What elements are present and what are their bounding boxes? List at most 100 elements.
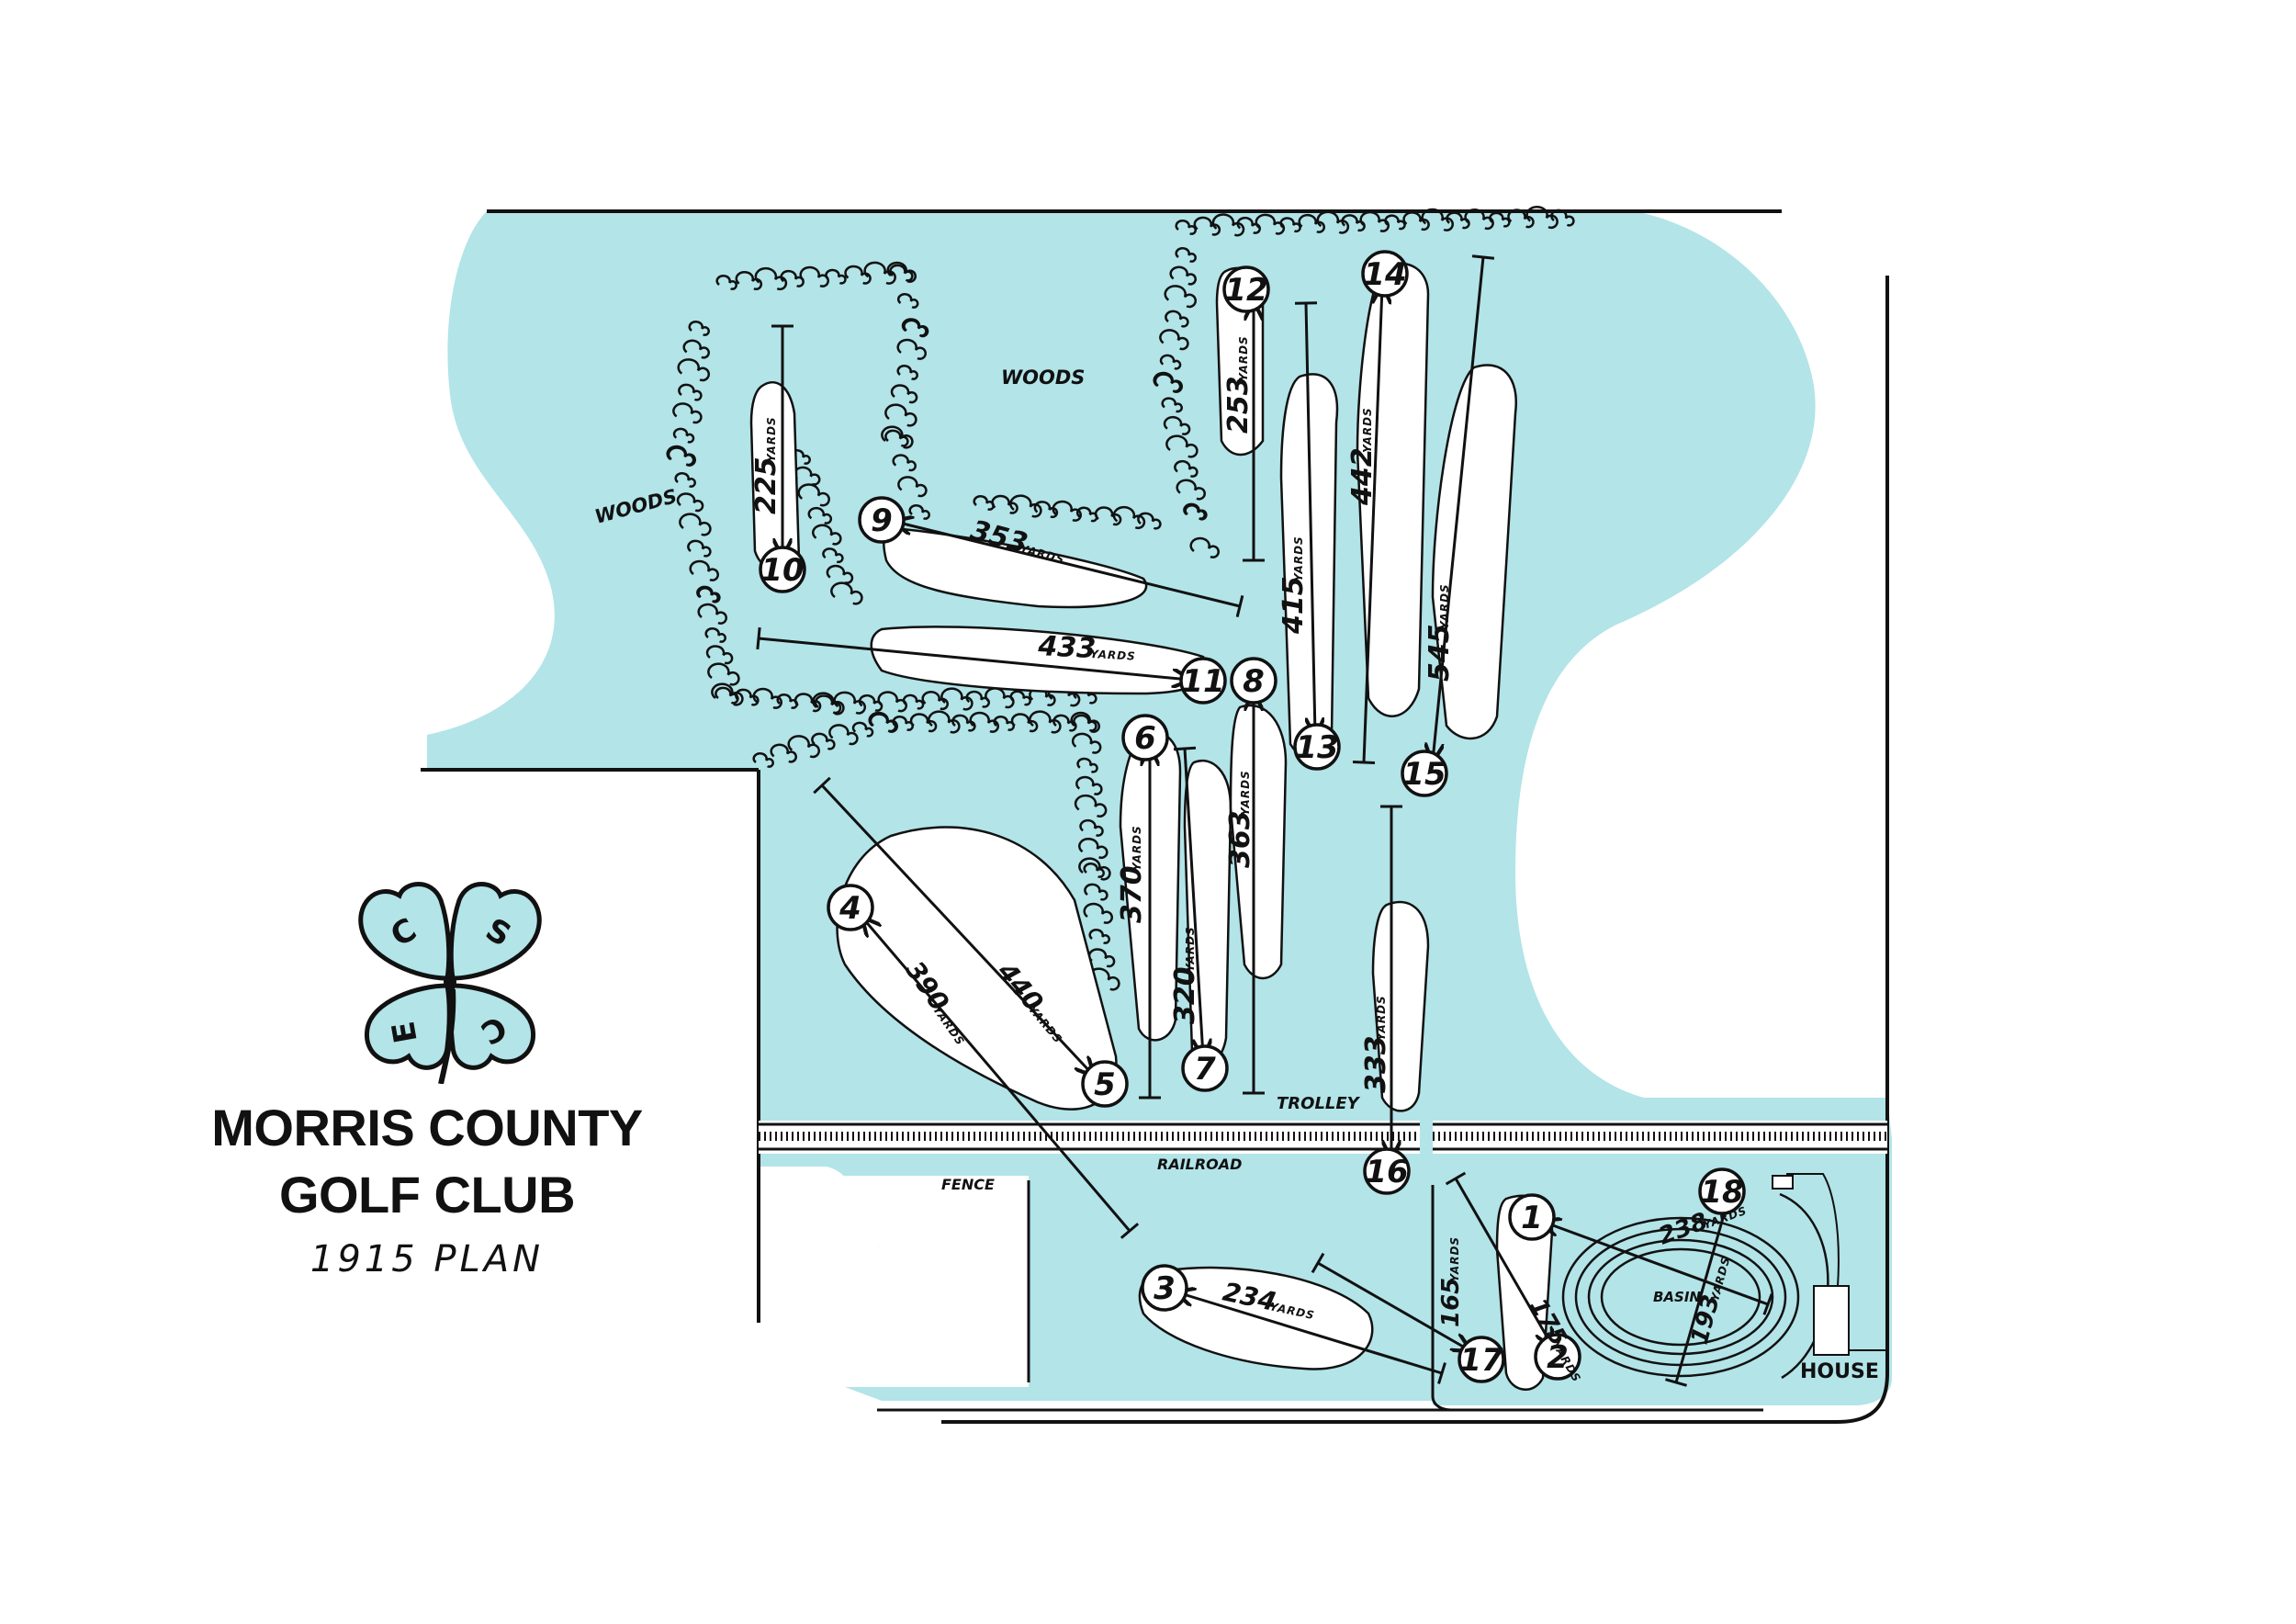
tree-117 <box>1076 757 1098 773</box>
tree-127 <box>1087 948 1116 968</box>
tree-105 <box>892 716 914 731</box>
label-basin: BASIN <box>1653 1289 1701 1305</box>
hole-marker-5[interactable]: 5 <box>1081 1060 1129 1108</box>
tree-84 <box>1165 310 1189 328</box>
yardage-12: 253 <box>1222 376 1255 434</box>
hole-marker-12[interactable]: 12 <box>1222 265 1270 313</box>
tree-30 <box>666 445 696 467</box>
tee-bar-17 <box>1311 1252 1325 1274</box>
hole-marker-3[interactable]: 3 <box>1141 1264 1188 1312</box>
hole-number-14: 14 <box>1363 256 1406 293</box>
tree-22 <box>908 504 930 520</box>
hole-marker-10[interactable]: 10 <box>759 546 806 593</box>
tree-96 <box>1189 536 1220 558</box>
railroad <box>759 1121 1887 1154</box>
yardage-17: 165 <box>1437 1278 1465 1327</box>
tree-108 <box>951 714 976 732</box>
tree-20 <box>892 454 917 472</box>
tree-88 <box>1153 371 1183 393</box>
tree-24 <box>682 339 710 359</box>
fairway-11 <box>870 626 1210 695</box>
label-woods-top: WOODS <box>1001 367 1085 389</box>
hole-number-12: 12 <box>1224 272 1267 309</box>
tree-64 <box>1211 213 1245 237</box>
fairway-15 <box>1431 364 1518 740</box>
tree-132 <box>1033 501 1059 519</box>
yards-unit-10: YARDS <box>765 416 778 462</box>
yardage-6: 370 <box>1116 865 1148 923</box>
tree-86 <box>1159 354 1182 370</box>
tree-15 <box>896 365 918 380</box>
yardage-13: 415 <box>1277 576 1310 635</box>
tree-71 <box>1359 210 1390 232</box>
tree-111 <box>1010 713 1039 733</box>
hole-marker-4[interactable]: 4 <box>827 884 874 931</box>
hole-number-13: 13 <box>1295 729 1338 766</box>
yards-unit-12: YARDS <box>1237 335 1250 381</box>
label-fence: FENCE <box>941 1176 995 1193</box>
hole-number-6: 6 <box>1134 720 1156 757</box>
tree-43 <box>711 682 744 706</box>
clover-icon: C S E C <box>358 882 542 1084</box>
tree-3 <box>754 266 788 291</box>
tree-63 <box>1193 216 1221 236</box>
hole-number-3: 3 <box>1154 1270 1176 1307</box>
woods <box>666 205 1575 991</box>
tree-69 <box>1316 210 1350 234</box>
tree-129 <box>973 495 995 511</box>
tree-80 <box>1550 209 1575 227</box>
distance-line-3 <box>1177 1292 1443 1375</box>
hole-marker-9[interactable]: 9 <box>858 496 906 544</box>
hole-marker-16[interactable]: 16 <box>1363 1147 1411 1195</box>
distance-line-14 <box>1362 287 1382 763</box>
hole-marker-8[interactable]: 8 <box>1230 657 1277 705</box>
yards-unit-16: YARDS <box>1375 995 1388 1041</box>
tree-137 <box>1137 512 1162 530</box>
yards-unit-14: YARDS <box>1361 407 1374 453</box>
tree-113 <box>1052 714 1077 732</box>
hole-number-2: 2 <box>1547 1339 1569 1376</box>
hole-marker-11[interactable]: 11 <box>1179 657 1227 705</box>
tree-70 <box>1341 214 1366 232</box>
tree-25 <box>677 358 710 382</box>
tree-10 <box>886 261 917 283</box>
tree-34 <box>687 539 712 558</box>
tree-67 <box>1279 217 1301 233</box>
tree-9 <box>889 264 914 282</box>
tree-1 <box>715 275 737 290</box>
tee-bar-14 <box>1352 761 1376 764</box>
tree-136 <box>1112 505 1146 530</box>
tree-104 <box>868 711 898 733</box>
yards-unit-13: YARDS <box>1292 536 1305 581</box>
tree-119 <box>1074 794 1108 818</box>
tree-107 <box>928 710 961 734</box>
hole-marker-15[interactable]: 15 <box>1401 750 1448 797</box>
label-trolley: TROLLEY <box>1277 1094 1361 1113</box>
hole-marker-6[interactable]: 6 <box>1121 714 1169 761</box>
tree-66 <box>1255 213 1286 235</box>
hole-marker-7[interactable]: 7 <box>1181 1044 1229 1092</box>
hole-marker-18[interactable]: 18 <box>1698 1167 1746 1215</box>
hole-marker-14[interactable]: 14 <box>1361 250 1409 298</box>
hole-number-10: 10 <box>760 552 804 589</box>
tree-110 <box>993 716 1015 731</box>
hole-marker-2[interactable]: 2 <box>1534 1333 1581 1381</box>
tee-bar-7 <box>1173 746 1197 751</box>
tee-bar-13 <box>1294 301 1318 305</box>
tee-bar-4 <box>1120 1223 1140 1239</box>
fairway-4-5 <box>836 826 1118 1111</box>
tree-49 <box>814 694 842 715</box>
tree-37 <box>696 585 721 603</box>
tree-52 <box>877 691 907 713</box>
tree-47 <box>793 693 822 713</box>
yardage-11: 433 <box>1037 630 1097 665</box>
tree-91 <box>1165 434 1199 458</box>
tree-140 <box>797 483 830 507</box>
hole-marker-17[interactable]: 17 <box>1458 1336 1505 1383</box>
hole-marker-1[interactable]: 1 <box>1508 1193 1556 1241</box>
tree-123 <box>1078 857 1111 881</box>
tree-92 <box>1174 459 1199 478</box>
yards-unit-15: YARDS <box>1438 583 1451 629</box>
hole-marker-13[interactable]: 13 <box>1293 723 1341 771</box>
